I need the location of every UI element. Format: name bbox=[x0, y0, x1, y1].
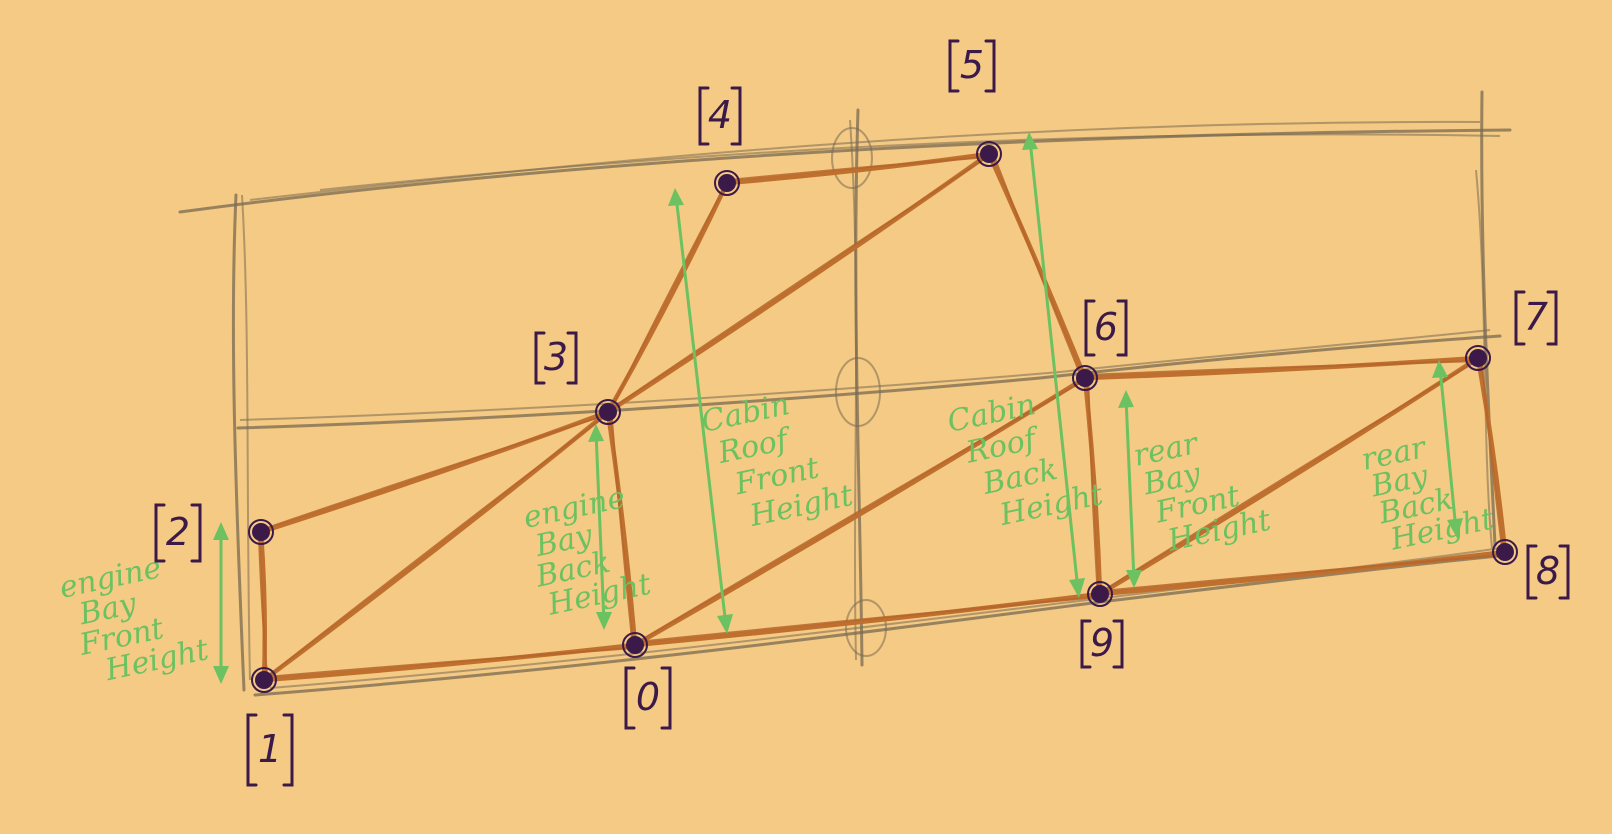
node-0 bbox=[626, 636, 644, 654]
guide-left-vertical bbox=[231, 193, 246, 692]
member-3-4-stroke bbox=[609, 184, 727, 411]
member-0-9-stroke bbox=[636, 595, 1100, 644]
node-3-ring bbox=[595, 399, 621, 425]
node-3 bbox=[599, 403, 617, 421]
node-9-bracket bbox=[1080, 619, 1124, 669]
node-1-ring bbox=[251, 667, 277, 693]
node-7-ring bbox=[1465, 345, 1491, 371]
member-6-9-stroke bbox=[1086, 373, 1100, 599]
guide-center-vertical bbox=[854, 108, 864, 667]
guide-ring-mid bbox=[835, 357, 881, 427]
member-6-7 bbox=[1082, 355, 1481, 381]
node-6 bbox=[1076, 369, 1094, 387]
node-2 bbox=[252, 523, 270, 541]
guide-bottom-line bbox=[253, 553, 1512, 697]
node-0-bracket bbox=[624, 666, 672, 730]
node-1-label: 1 bbox=[258, 727, 282, 771]
member-7-8-stroke bbox=[1479, 353, 1505, 557]
node-3-label: 3 bbox=[544, 335, 568, 379]
member-3-0-stroke bbox=[609, 407, 635, 650]
member-2-3-stroke bbox=[262, 413, 608, 531]
node-2-bracket bbox=[154, 503, 202, 563]
node-0-label: 0 bbox=[636, 675, 660, 719]
guide-mid-line-2 bbox=[239, 329, 1491, 421]
node-9 bbox=[1091, 585, 1109, 603]
member-5-6-stroke bbox=[990, 149, 1085, 383]
node-1 bbox=[255, 671, 273, 689]
guide-ring-top bbox=[831, 127, 873, 189]
member-9-7-stroke bbox=[1101, 359, 1478, 593]
node-5-ring bbox=[976, 141, 1002, 167]
node-6-bracket bbox=[1084, 299, 1128, 357]
node-6-ring bbox=[1072, 365, 1098, 391]
guide-top-line-3 bbox=[319, 133, 1501, 191]
node-1-bracket bbox=[246, 713, 294, 787]
node-6-label: 6 bbox=[1094, 305, 1118, 349]
member-4-5-stroke bbox=[728, 155, 989, 182]
guide-ring-bottom bbox=[845, 599, 887, 657]
node-7 bbox=[1469, 349, 1487, 367]
member-7-8 bbox=[1475, 355, 1508, 555]
node-8-bracket bbox=[1526, 544, 1570, 600]
member-1-2-stroke bbox=[257, 533, 269, 679]
node-4-ring bbox=[714, 170, 740, 196]
guide-bottom-line-2 bbox=[269, 547, 1501, 689]
member-5-6 bbox=[986, 151, 1088, 381]
node-5-label: 5 bbox=[960, 43, 984, 87]
node-8 bbox=[1496, 543, 1514, 561]
dimension-arrows bbox=[213, 132, 1463, 684]
node-9-ring bbox=[1087, 581, 1113, 607]
caption-engine-bay-back: engine Bay Back Height bbox=[519, 478, 656, 624]
caption-cabin-roof-front: Cabin Roof Front Height bbox=[698, 378, 857, 540]
node-8-ring bbox=[1492, 539, 1518, 565]
caption-cabin-roof-back: Cabin Roof Back Height bbox=[944, 377, 1107, 539]
dim-engine-bay-front bbox=[213, 522, 229, 684]
caption-rear-bay-front: rear Bay Front Height bbox=[1130, 414, 1274, 561]
node-7-label: 7 bbox=[1524, 295, 1548, 339]
guide-right-vertical bbox=[1480, 90, 1497, 547]
node-labels: 0 1 2 3 4 5 6 7 8 9 bbox=[154, 39, 1570, 787]
node-4-label: 4 bbox=[708, 93, 732, 137]
member-4-5 bbox=[724, 151, 992, 186]
member-3-5-stroke bbox=[609, 155, 989, 411]
dim-engine-bay-back bbox=[588, 424, 612, 630]
guide-left-vertical-2 bbox=[241, 194, 251, 681]
node-4-bracket bbox=[698, 86, 742, 146]
member-1-3-stroke bbox=[265, 413, 608, 679]
member-1-2 bbox=[258, 529, 268, 683]
node-8-label: 8 bbox=[1536, 549, 1560, 593]
node-4 bbox=[718, 174, 736, 192]
member-1-0-stroke bbox=[265, 646, 635, 679]
dim-rear-bay-back bbox=[1432, 360, 1463, 538]
node-5-bracket bbox=[948, 39, 996, 93]
dim-cabin-roof-front bbox=[668, 188, 733, 634]
node-0-ring bbox=[622, 632, 648, 658]
node-2-label: 2 bbox=[166, 510, 190, 554]
member-9-8-stroke bbox=[1101, 553, 1505, 593]
caption-rear-bay-back: rear Bay Back Height bbox=[1358, 419, 1497, 560]
guide-mid-line bbox=[236, 334, 1502, 430]
guide-center-vertical-2 bbox=[849, 119, 858, 661]
node-9-label: 9 bbox=[1090, 621, 1114, 665]
node-5 bbox=[980, 145, 998, 163]
guide-top-line-2 bbox=[249, 120, 1481, 201]
node-7-bracket bbox=[1514, 290, 1558, 346]
member-6-7-stroke bbox=[1086, 359, 1478, 377]
node-2-ring bbox=[248, 519, 274, 545]
caption-engine-bay-front: engine Bay Front Height bbox=[56, 544, 212, 694]
dim-cabin-roof-back bbox=[1022, 132, 1085, 598]
construction-guides bbox=[178, 90, 1512, 697]
truss-nodes bbox=[248, 141, 1518, 693]
node-3-bracket bbox=[534, 331, 578, 385]
truss-members bbox=[257, 149, 1508, 683]
member-0-6-stroke bbox=[636, 379, 1085, 644]
member-3-0 bbox=[605, 409, 638, 648]
dim-rear-bay-front bbox=[1118, 390, 1142, 588]
member-6-9 bbox=[1082, 375, 1103, 597]
